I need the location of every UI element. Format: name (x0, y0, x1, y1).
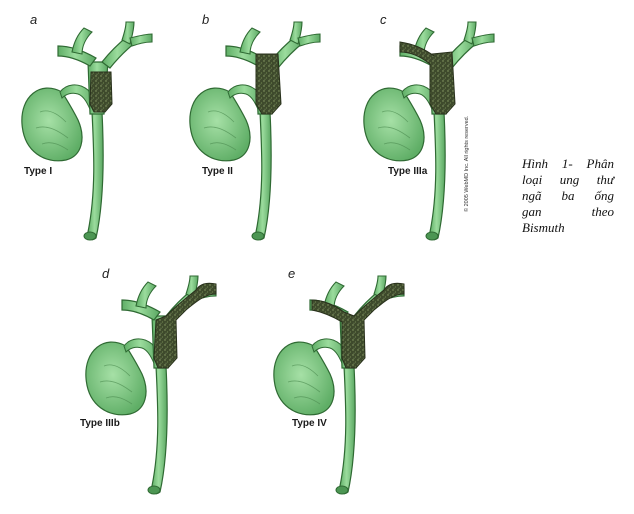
panel-letter: c (380, 12, 387, 27)
tumor-type-iiia (399, 41, 456, 115)
tumor-type-ii (255, 53, 282, 115)
caption-line: Hình 1- Phân (522, 156, 614, 171)
caption-line: ngã ba ống (522, 188, 614, 203)
panel-a: a Type I (21, 12, 153, 241)
tumor-type-iiib (153, 282, 217, 369)
type-label: Type IV (292, 418, 327, 429)
panel-letter: e (288, 266, 295, 281)
panel-letter: a (30, 12, 37, 27)
panel-b: b Type II (189, 12, 321, 241)
type-label: Type IIIb (80, 418, 120, 429)
copyright-notice: © 2005 WebMD Inc. All rights reserved. (463, 115, 470, 212)
tumor-type-iv (311, 282, 405, 369)
figure-caption: Hình 1- Phân loại ung thư ngã ba ống gan… (522, 156, 614, 236)
panel-letter: d (102, 266, 110, 281)
panel-e: e Type IV (273, 266, 405, 495)
panel-c: c © 2005 WebMD Inc. All rights reserved.… (363, 12, 495, 241)
type-label: Type IIIa (388, 166, 428, 177)
caption-line: loại ung thư (522, 172, 614, 187)
panel-letter: b (202, 12, 209, 27)
caption-line: gan theo (522, 204, 614, 219)
type-label: Type II (202, 166, 233, 177)
panel-d: d Type IIIb (80, 266, 217, 495)
type-label: Type I (24, 166, 52, 177)
tumor-type-i (89, 71, 113, 113)
caption-line: Bismuth (522, 220, 565, 235)
